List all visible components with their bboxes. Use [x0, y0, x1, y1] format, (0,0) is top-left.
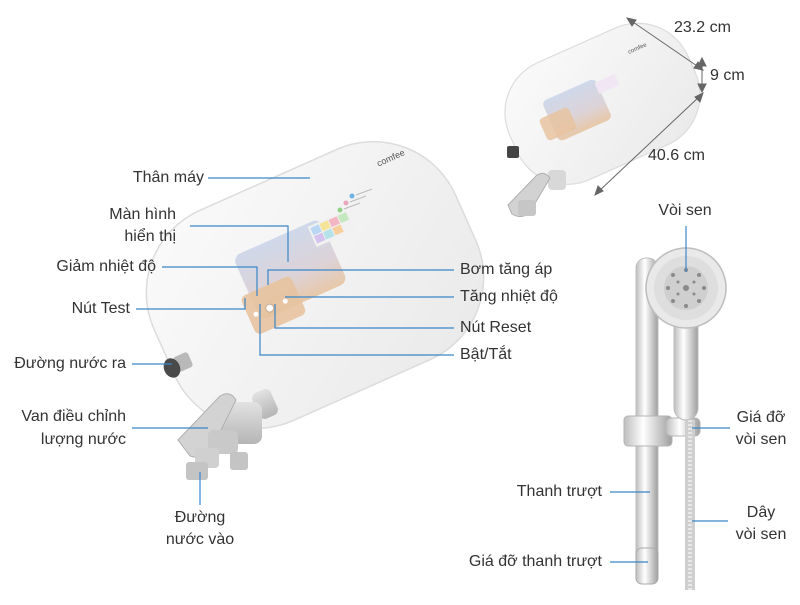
label-voi-sen: Vòi sen [658, 202, 712, 219]
label-bom-tang-ap: Bơm tăng áp [460, 261, 553, 278]
label-than-may: Thân máy [132, 169, 204, 186]
leader-bom-tang-ap [267, 269, 454, 285]
leader-nut-test [136, 298, 246, 310]
water-outlet-fitting [163, 352, 193, 378]
label-man-hinh-line1: Màn hình [109, 206, 176, 223]
info-sticker [307, 209, 355, 248]
heater-body [145, 140, 485, 430]
water-valve [177, 389, 278, 480]
label-nut-reset: Nút Reset [460, 319, 532, 336]
shower-set [623, 247, 727, 590]
dimension-lines [594, 17, 707, 196]
leader-lines [132, 177, 730, 563]
leader-bat-tat [259, 304, 454, 356]
label-gia-do-thanh-truot: Giá đỡ thanh trượt [468, 553, 602, 570]
heater-dimension-view [504, 22, 701, 218]
feature-icons [337, 188, 373, 213]
label-bat-tat: Bật/Tắt [460, 346, 512, 363]
label-gia-do-voi-sen-line2: vòi sen [735, 431, 787, 448]
label-gia-do-voi-sen-line1: Giá đỡ [736, 409, 786, 426]
label-duong-nuoc-vao-line2: nước vào [165, 531, 235, 548]
leader-giam-nhiet-do [162, 266, 258, 296]
label-duong-nuoc-ra: Đường nước ra [14, 355, 126, 372]
label-man-hinh-line2: hiển thị [124, 228, 176, 245]
leader-man-hinh [190, 225, 289, 262]
dimension-height: 40.6 cm [648, 147, 705, 164]
label-duong-nuoc-vao-line1: Đường [174, 509, 226, 526]
dimension-depth: 9 cm [710, 67, 745, 84]
label-nut-test: Nút Test [71, 300, 130, 317]
label-van-line1: Van điều chỉnh [21, 408, 126, 425]
label-giam-nhiet-do: Giảm nhiệt độ [56, 258, 156, 275]
label-thanh-truot: Thanh trượt [516, 483, 602, 500]
leader-nut-reset [274, 304, 454, 329]
label-tang-nhiet-do: Tăng nhiệt độ [460, 288, 558, 305]
dimension-width: 23.2 cm [674, 19, 731, 36]
label-van-line2: lượng nước [40, 431, 126, 448]
label-day-voi-sen-line1: Dây [746, 504, 776, 521]
label-day-voi-sen-line2: vòi sen [735, 526, 787, 543]
